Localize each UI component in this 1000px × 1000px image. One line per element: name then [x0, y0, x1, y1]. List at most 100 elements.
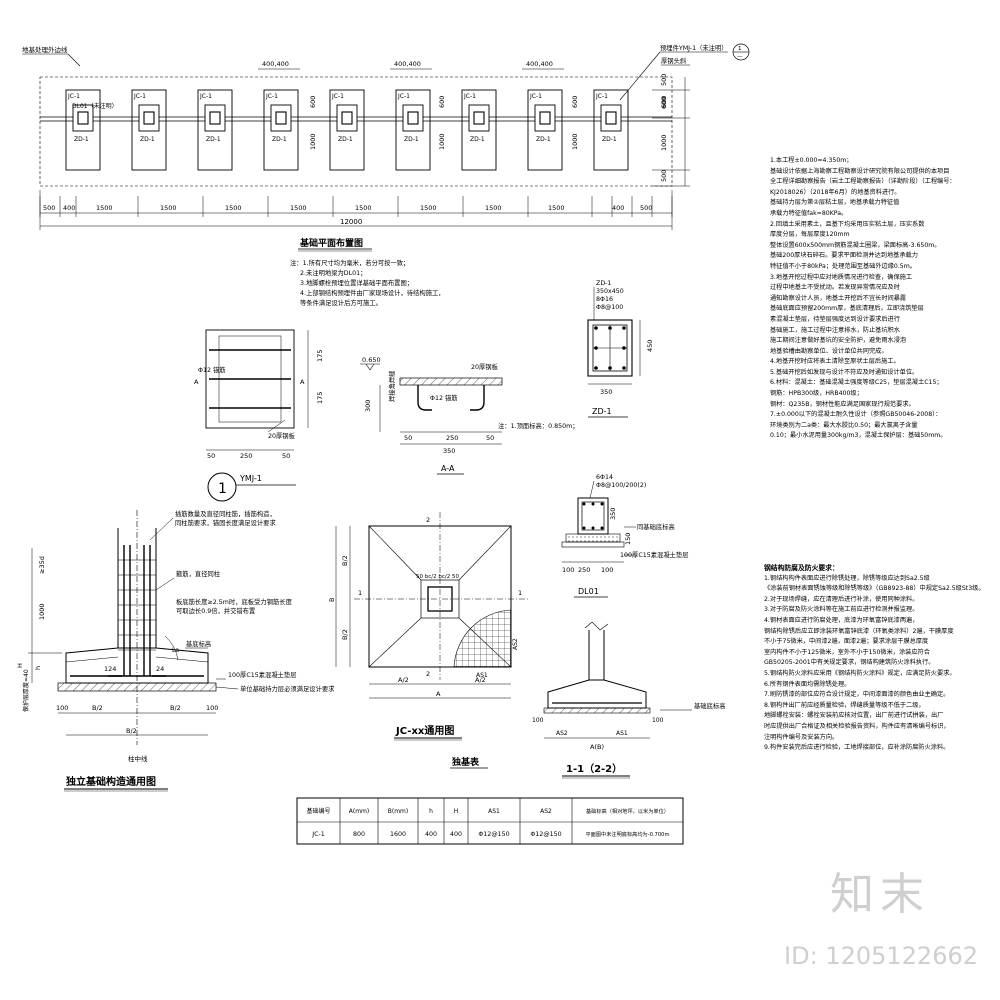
sec-as2: AS2 [556, 730, 568, 737]
table-header: 基础标高（相对地坪，以米为单位） [586, 807, 669, 815]
note-line: 承载力特征值fak=80KPa。 [770, 209, 848, 217]
plan-top-dim-1: 400,400 [262, 60, 289, 68]
table-cell: JC-1 [311, 831, 325, 838]
gen-note-2: 同柱筋要求，锚固长度满足设计要求 [175, 518, 276, 527]
ymj-cut-right: A [300, 378, 305, 386]
plan-footing-zd-label: ZD-1 [338, 136, 353, 143]
gen-dim-35d: ≥35d [38, 556, 46, 574]
sec-note: 基础底标高 [694, 701, 725, 710]
steel-note-line: 室内构件不小于125微米，室外不小于150微米，涂装应符合 [764, 648, 930, 656]
svg-text:1: 1 [738, 46, 742, 52]
zd-title: ZD-1 [592, 407, 612, 416]
plan-footing-zd-label: ZD-1 [536, 136, 551, 143]
plan-footing: JC-1ZD-1 [131, 89, 167, 171]
plan-bottom-dim: 1500 [420, 204, 437, 212]
note-line: 全工程详细勘察报告（岩土工程勘察报告）（详勘阶段）（工程编号： [770, 178, 956, 186]
plan-footing-jc-label: JC-1 [529, 93, 542, 100]
ymj-bolt-label: Φ12 锚筋 [198, 365, 226, 374]
note-line: 特征值不小于80kPa；处理范围至基础外边缘0.5m。 [770, 262, 916, 270]
plan-note: 等条件满足设计后方可施工。 [300, 298, 382, 307]
jc-plan: B/2 B/2 B A/2 A/2 A AS1 AS2 1 1 2 2 50 b… [328, 512, 528, 741]
plan-title: 基础平面布置图 [299, 237, 363, 249]
gen-note-7: 100厚C15素混凝土垫层 [228, 670, 297, 679]
steel-note-line: 4.钢材表面应进行防腐处理，底漆为环氧富锌底漆两遍， [764, 616, 919, 624]
plan-footing-jc-label: JC-1 [265, 93, 278, 100]
table-header: H [454, 808, 459, 815]
aa-depth: 300 [364, 400, 372, 412]
steel-note-line: 9.构件安装完后应进行检验，工地焊接部位，应补涂防腐防火涂料。 [764, 744, 950, 752]
aa-dim-2: 250 [446, 434, 458, 442]
steel-note-line: 6.所有钢件表面均需除锈处理。 [764, 680, 851, 688]
jc-label-a2-left: A/2 [398, 676, 409, 684]
aa-note: 注：1.顶面标高：0.850m； [498, 421, 579, 430]
zd-detail: ZD-1 350x450 8Φ16 Φ8@100 450 350 ZD-1 [587, 280, 654, 418]
note-line: 地基验槽由勘察单位、设计单位共同完成。 [770, 347, 888, 355]
note-line: 基础施工，施工过程中注意排水，防止基坑积水 [770, 326, 900, 334]
gen-note-6: 基底标高 [186, 639, 211, 648]
zd-w: 350 [600, 388, 612, 396]
plan-footing-zd-label: ZD-1 [74, 136, 89, 143]
plan-inner-dim-1000c: 1000 [571, 133, 579, 150]
table-cell: 400 [450, 831, 462, 838]
ymj-plate-label: 20厚钢板 [268, 431, 296, 440]
jc-label-A: A [436, 690, 441, 698]
plan-bottom-dim: 1500 [355, 204, 372, 212]
jc-label-as1: AS1 [476, 672, 488, 679]
steel-note-line: 1.钢结构构件表面应进行除锈处理，除锈等级应达到Sa2.5级 [764, 574, 930, 582]
note-line: 环境类别为二a类：最大水胶比0.50；最大氯离子含量 [770, 421, 918, 429]
plan-bottom-dim: 400 [63, 204, 75, 212]
steel-note-line: 注明构件编号及安装方向。 [764, 733, 839, 741]
gen-center: 柱中线 [128, 754, 148, 763]
ymj-dim-v2: 175 [316, 392, 324, 404]
plan-footing-zd-label: ZD-1 [404, 136, 419, 143]
aa-elev: 0.650 [362, 356, 381, 364]
gen-dim-124: 124 [104, 665, 116, 673]
aa-title: A-A [441, 464, 455, 473]
dl-h2: 150 [624, 533, 632, 545]
ymj-title: YMJ-1 [239, 474, 262, 483]
plan-footing: JC-1ZD-1 [527, 89, 563, 171]
table-header: B(mm) [388, 808, 409, 815]
plan-callout-left: 地基处理外边线 [22, 45, 68, 54]
aa-weld-label: 焊接角焊缝 [387, 370, 396, 402]
dl-dim-3: 100 [601, 566, 613, 574]
note-line: 通知勘察设计人员，地基土开挖后不宜长时间暴露 [770, 294, 907, 302]
dl-h: 350 [609, 508, 617, 520]
plan-right-dim-top-1: 500 [660, 74, 668, 86]
plan-footing-jc-label: JC-1 [595, 93, 608, 100]
gen-dim-24: 24 [156, 665, 164, 673]
dl-dim-1: 100 [562, 566, 574, 574]
dl-detail: 6Φ14 Φ8@100/200(2) 同基础底标高 100厚C15素混凝土垫层 … [561, 474, 689, 598]
svg-text:—: — [737, 54, 743, 60]
table-title: 独基表 [451, 756, 480, 768]
jc-title: JC-xx通用图 [395, 725, 454, 737]
plan-right-dim-1: 600 [660, 97, 668, 109]
note-line: 0.10；最小水泥用量300kg/m3，混凝土保护层：基础50mm。 [770, 432, 947, 440]
plan-footing: JC-1ZD-1 [395, 89, 431, 171]
svg-text:La: La [172, 647, 179, 654]
steel-note-line: 地脚螺栓安装：螺栓安装前应核对位置，出厂前进行试拼装，出厂 [764, 712, 944, 720]
steel-notes: 钢结构防腐及防火要求： 1.钢结构构件表面应进行除锈处理，除锈等级应达到Sa2.… [764, 563, 985, 751]
dl-dim-2: 250 [578, 566, 590, 574]
zd-info-1: ZD-1 [596, 280, 611, 287]
note-line: 7.±0.000以下的混凝土耐久性设计（参照GB50046-2008）： [770, 411, 942, 419]
jc-cut-1-left: 1 [358, 589, 362, 597]
gen-side: 保护层厚度=40 [22, 669, 30, 712]
note-line: 基础持力层为第②层粘土层，地基承载力特征值 [770, 199, 900, 207]
dl-base: 100厚C15素混凝土垫层 [620, 550, 689, 559]
dl-info-2: Φ8@100/200(2) [596, 481, 646, 489]
plan-footing: JC-1ZD-1 [65, 89, 101, 171]
zd-info-2: 350x450 [596, 288, 624, 295]
zd-info-4: Φ8@100 [596, 303, 623, 311]
jc-label-a2-right: A/2 [475, 676, 486, 684]
note-line: 4.地基开挖时应将表土清除至原状土层后施工。 [770, 358, 900, 366]
plan-footing-zd-label: ZD-1 [206, 136, 221, 143]
steel-note-line: 3.对于防腐及防火涂料等在施工前应进行检测并报监理。 [764, 606, 919, 614]
table-cell: 1600 [390, 831, 406, 838]
dl-title: DL01 [578, 587, 599, 596]
steel-note-line: 《涂装前钢材表面锈蚀等级和除锈等级》（GB8923-88）中规定Sa2.5级St… [764, 585, 985, 593]
plan-note: 4.上部钢结构预埋件由厂家现场设计，待结构施工， [300, 288, 445, 297]
plan-note: 3.地脚螺栓预埋位置详基础平面布置图； [300, 278, 413, 287]
gen-dim-1000: 1000 [38, 603, 46, 620]
